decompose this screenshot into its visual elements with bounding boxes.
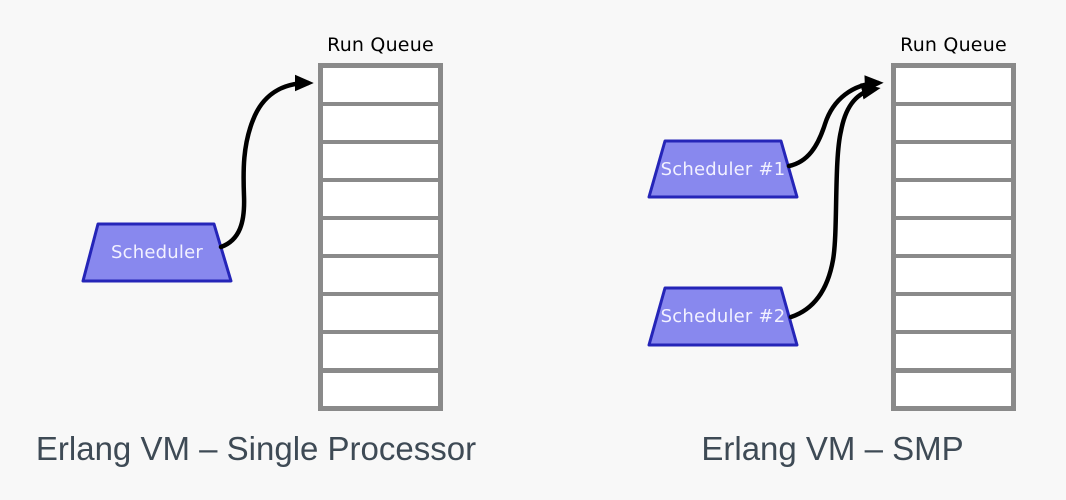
run-queue-cell xyxy=(896,372,1011,407)
run-queue-cell xyxy=(323,144,438,178)
run-queue-title-left: Run Queue xyxy=(327,34,434,56)
run-queue-cell xyxy=(323,258,438,292)
scheduler-trapezoid xyxy=(81,222,233,283)
run-queue-cell xyxy=(896,182,1011,216)
caption-single-processor: Erlang VM – Single Processor xyxy=(35,430,477,467)
run-queue-cell xyxy=(323,296,438,330)
run-queue-title-right: Run Queue xyxy=(900,34,1007,56)
run-queue-cell xyxy=(323,182,438,216)
run-queue-cell xyxy=(896,68,1011,102)
scheduler2-to-queue-arrow xyxy=(788,83,881,320)
scheduler1-to-queue-arrow xyxy=(786,75,884,169)
scheduler2-label: Scheduler #2 xyxy=(660,306,786,327)
run-queue-cell xyxy=(323,372,438,407)
scheduler2-trapezoid xyxy=(647,286,799,347)
run-queue-cell xyxy=(896,296,1011,330)
scheduler-label: Scheduler xyxy=(111,242,203,263)
scheduler1-trapezoid xyxy=(647,139,799,199)
caption-smp: Erlang VM – SMP xyxy=(701,430,964,467)
scheduler-to-queue-arrow xyxy=(218,74,314,250)
run-queue-left xyxy=(318,63,443,411)
run-queue-cell xyxy=(323,220,438,254)
run-queue-cell xyxy=(896,258,1011,292)
run-queue-cell xyxy=(323,334,438,368)
scheduler1-label: Scheduler #1 xyxy=(660,158,786,180)
run-queue-cell xyxy=(896,220,1011,254)
run-queue-right xyxy=(891,63,1016,411)
run-queue-cell xyxy=(896,144,1011,178)
run-queue-cell xyxy=(323,68,438,102)
run-queue-cell xyxy=(896,334,1011,368)
run-queue-cell xyxy=(323,106,438,140)
run-queue-cell xyxy=(896,106,1011,140)
